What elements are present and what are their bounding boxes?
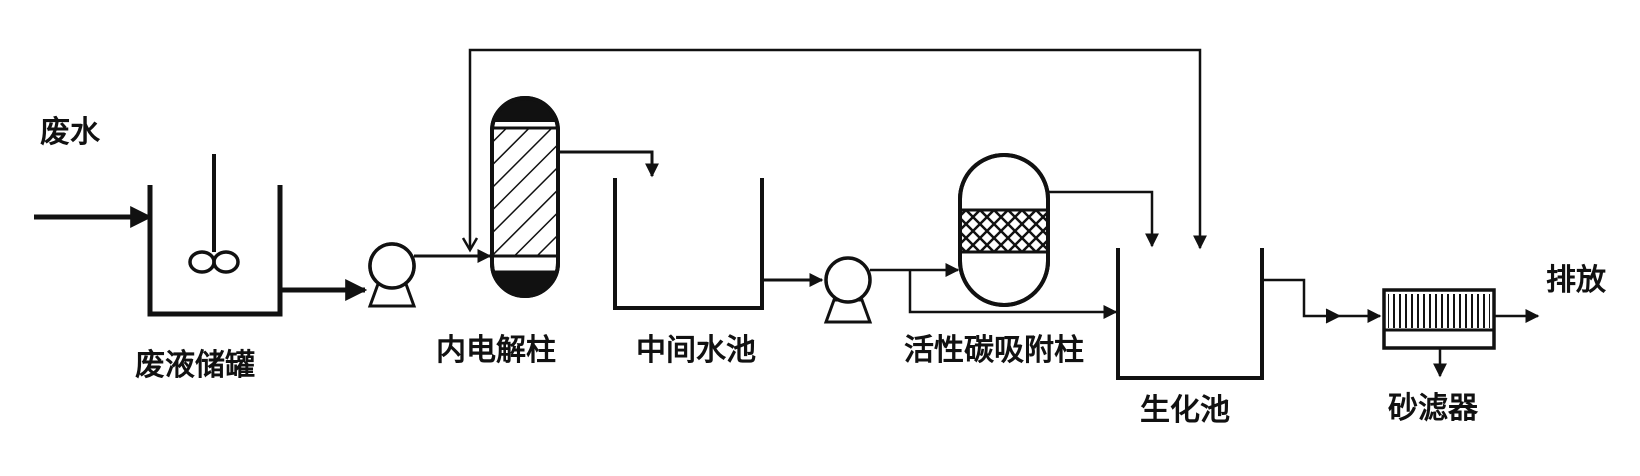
biochemical-pool-label: 生化池 — [1140, 393, 1230, 428]
inlet-label: 废水 — [40, 115, 101, 150]
stirrer-icon — [188, 154, 240, 274]
sand-filter-label: 砂滤器 — [1388, 391, 1479, 426]
micro-electrolysis-column — [490, 96, 560, 298]
discharge-label: 排放 — [1546, 263, 1607, 298]
micro-electrolysis-column-label: 内电解柱 — [436, 333, 556, 368]
intermediate-pool — [613, 178, 764, 310]
biochemical-pool — [1116, 248, 1264, 380]
activated-carbon-column-label: 活性碳吸附柱 — [904, 333, 1084, 368]
storage-tank — [147, 154, 283, 317]
pump-icon — [823, 256, 873, 324]
activated-carbon-column — [958, 153, 1050, 307]
intermediate-pool-label: 中间水池 — [636, 333, 756, 368]
storage-tank-label: 废液储罐 — [135, 348, 255, 383]
pump-icon — [367, 242, 417, 308]
sand-filter — [1382, 288, 1496, 350]
